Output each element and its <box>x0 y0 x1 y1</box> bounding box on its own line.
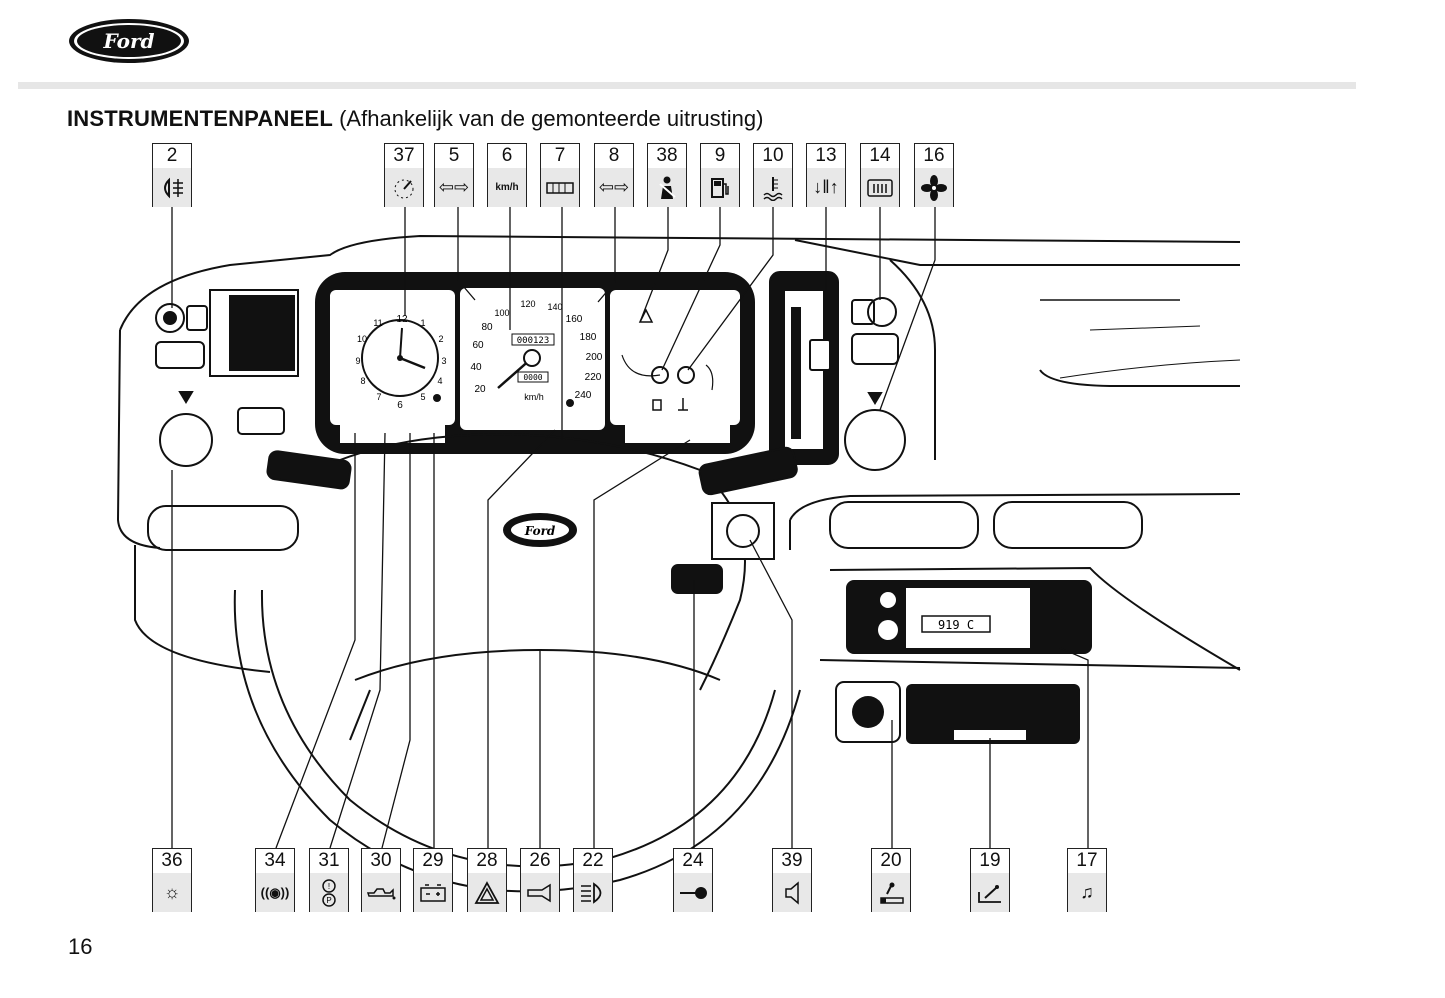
panel-dimmer-icon: ☼ <box>153 873 191 912</box>
ford-logo: Ford <box>69 19 189 63</box>
clock-gauge: 12 1 2 3 4 5 6 7 8 9 10 11 <box>355 314 446 411</box>
heading-subtitle: (Afhankelijk van de gemonteerde uitrusti… <box>339 106 764 131</box>
speed-220: 220 <box>585 372 602 383</box>
horn-icon <box>521 873 559 912</box>
instrument-illumination-icon <box>385 168 423 207</box>
high-beam-icon <box>574 873 612 912</box>
page-heading: INSTRUMENTENPANEEL (Afhankelijk van de g… <box>67 106 763 132</box>
callout-29: 29 <box>413 848 453 912</box>
callout-36: 36 ☼ <box>152 848 192 912</box>
callout-10: 10 <box>753 143 793 207</box>
callout-17: 17 ♫ <box>1067 848 1107 912</box>
air-flow-control-icon: ↓‖↑ <box>807 168 845 207</box>
speedometer-unit-icon: km/h <box>488 168 526 207</box>
callout-31: 31 !P <box>309 848 349 912</box>
wheel-logo: Ford <box>524 524 556 538</box>
callout-20: 20 <box>871 848 911 912</box>
speed-180: 180 <box>580 332 597 343</box>
speed-240: 240 <box>575 390 592 401</box>
speed-120: 120 <box>520 299 535 309</box>
callout-38: 38 <box>647 143 687 207</box>
hazard-warning-icon <box>468 873 506 912</box>
callout-7: 7 <box>540 143 580 207</box>
clock-num-1: 1 <box>420 318 425 328</box>
seatbelt-icon <box>648 168 686 207</box>
ignition-key-icon <box>674 873 712 912</box>
odometer-icon <box>541 168 579 207</box>
clock-num-9: 9 <box>355 356 360 366</box>
speed-160: 160 <box>566 314 583 325</box>
fuel-temp-gauges <box>621 308 714 411</box>
clock-num-2: 2 <box>438 334 443 344</box>
callout-13: 13 ↓‖↑ <box>806 143 846 207</box>
callout-28: 28 <box>467 848 507 912</box>
speed-60: 60 <box>472 340 484 351</box>
front-fog-light-icon <box>153 168 191 207</box>
callout-6: 6 km/h <box>487 143 527 207</box>
callout-9: 9 <box>700 143 740 207</box>
clock-num-8: 8 <box>360 376 365 386</box>
brake-warning-icon: !P <box>310 873 348 912</box>
speedometer-gauge: 20 40 60 80 100 120 140 160 180 200 220 … <box>470 299 603 407</box>
odometer-readout: 000123 <box>517 336 550 346</box>
callout-26: 26 <box>520 848 560 912</box>
speed-140: 140 <box>547 302 562 312</box>
callout-8: 8 ⇦⇨ <box>594 143 634 207</box>
speed-20: 20 <box>474 384 486 395</box>
clock-num-6: 6 <box>397 400 403 411</box>
svg-text:P: P <box>326 896 331 905</box>
rear-window-heater-icon <box>861 168 899 207</box>
callout-34: 34 ((◉)) <box>255 848 295 912</box>
svg-text:!: ! <box>328 882 330 891</box>
clock-num-7: 7 <box>376 392 381 402</box>
cigarette-lighter-icon <box>872 873 910 912</box>
radio-display: 919 C <box>938 618 974 632</box>
battery-charge-icon <box>414 873 452 912</box>
clock-num-5: 5 <box>420 392 425 402</box>
clock-num-12: 12 <box>396 314 408 325</box>
speed-100: 100 <box>494 308 509 318</box>
callout-39: 39 <box>772 848 812 912</box>
heading-title: INSTRUMENTENPANEEL <box>67 106 333 131</box>
callout-16: 16 <box>914 143 954 207</box>
header-rule <box>18 82 1356 89</box>
radio-icon: ♫ <box>1068 873 1106 912</box>
brake-pad-wear-icon: ((◉)) <box>256 873 294 912</box>
callout-24: 24 <box>673 848 713 912</box>
callout-37: 37 <box>384 143 424 207</box>
turn-signal-icon: ⇦⇨ <box>595 168 633 207</box>
clock-num-11: 11 <box>373 318 382 328</box>
speaker-icon <box>773 873 811 912</box>
tripmeter-readout: 0000 <box>523 373 542 382</box>
ashtray-icon <box>971 873 1009 912</box>
speed-40: 40 <box>470 362 482 373</box>
logo-text: Ford <box>103 29 155 53</box>
coolant-temperature-icon <box>754 168 792 207</box>
callout-2: 2 <box>152 143 192 207</box>
speed-80: 80 <box>481 322 493 333</box>
callout-5: 5 ⇦⇨ <box>434 143 474 207</box>
callout-14: 14 <box>860 143 900 207</box>
page-number: 16 <box>68 934 93 959</box>
clock-num-3: 3 <box>441 356 446 366</box>
callout-30: 30 <box>361 848 401 912</box>
oil-pressure-icon <box>362 873 400 912</box>
speed-200: 200 <box>586 352 603 363</box>
fuel-gauge-icon <box>701 168 739 207</box>
callout-22: 22 <box>573 848 613 912</box>
clock-num-4: 4 <box>437 376 442 386</box>
fan-icon <box>915 168 953 207</box>
turn-signal-icon: ⇦⇨ <box>435 168 473 207</box>
speed-unit: km/h <box>524 392 544 402</box>
clock-num-10: 10 <box>357 334 367 344</box>
callout-19: 19 <box>970 848 1010 912</box>
